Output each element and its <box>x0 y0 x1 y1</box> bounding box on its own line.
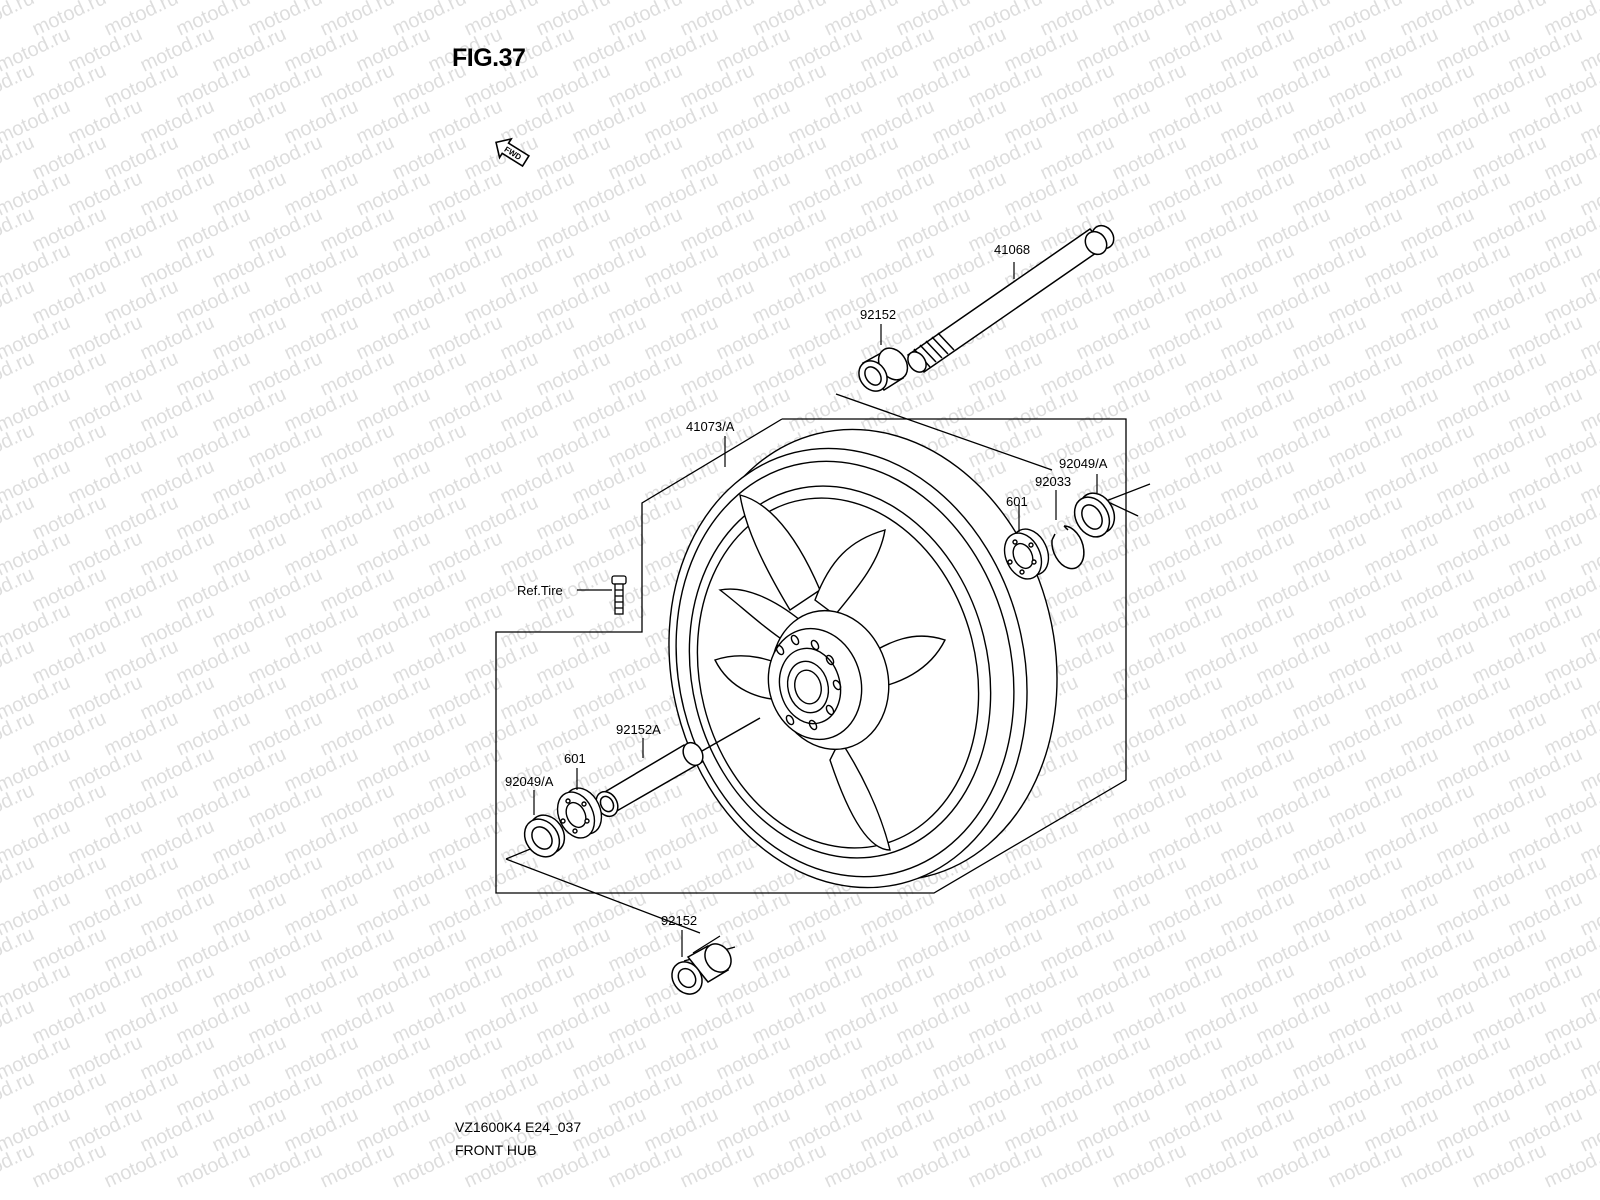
label-oil-seal-left: 92049/A <box>505 774 554 789</box>
label-collar-upper: 92152 <box>860 307 896 322</box>
label-circlip: 92033 <box>1035 474 1071 489</box>
label-oil-seal-right: 92049/A <box>1059 456 1108 471</box>
model-code: VZ1600K4 E24_037 <box>455 1119 581 1135</box>
label-wheel: 41073/A <box>686 419 735 434</box>
figure-title: FIG.37 <box>452 44 525 72</box>
label-bearing-left: 601 <box>564 751 586 766</box>
section-name: FRONT HUB <box>455 1142 536 1158</box>
label-bearing-right: 601 <box>1006 494 1028 509</box>
label-valve-ref: Ref.Tire <box>517 583 563 598</box>
label-axle: 41068 <box>994 242 1030 257</box>
label-spacer: 92152A <box>616 722 661 737</box>
watermark-text: motod.ru <box>1577 0 1600 5</box>
label-collar-lower: 92152 <box>661 913 697 928</box>
